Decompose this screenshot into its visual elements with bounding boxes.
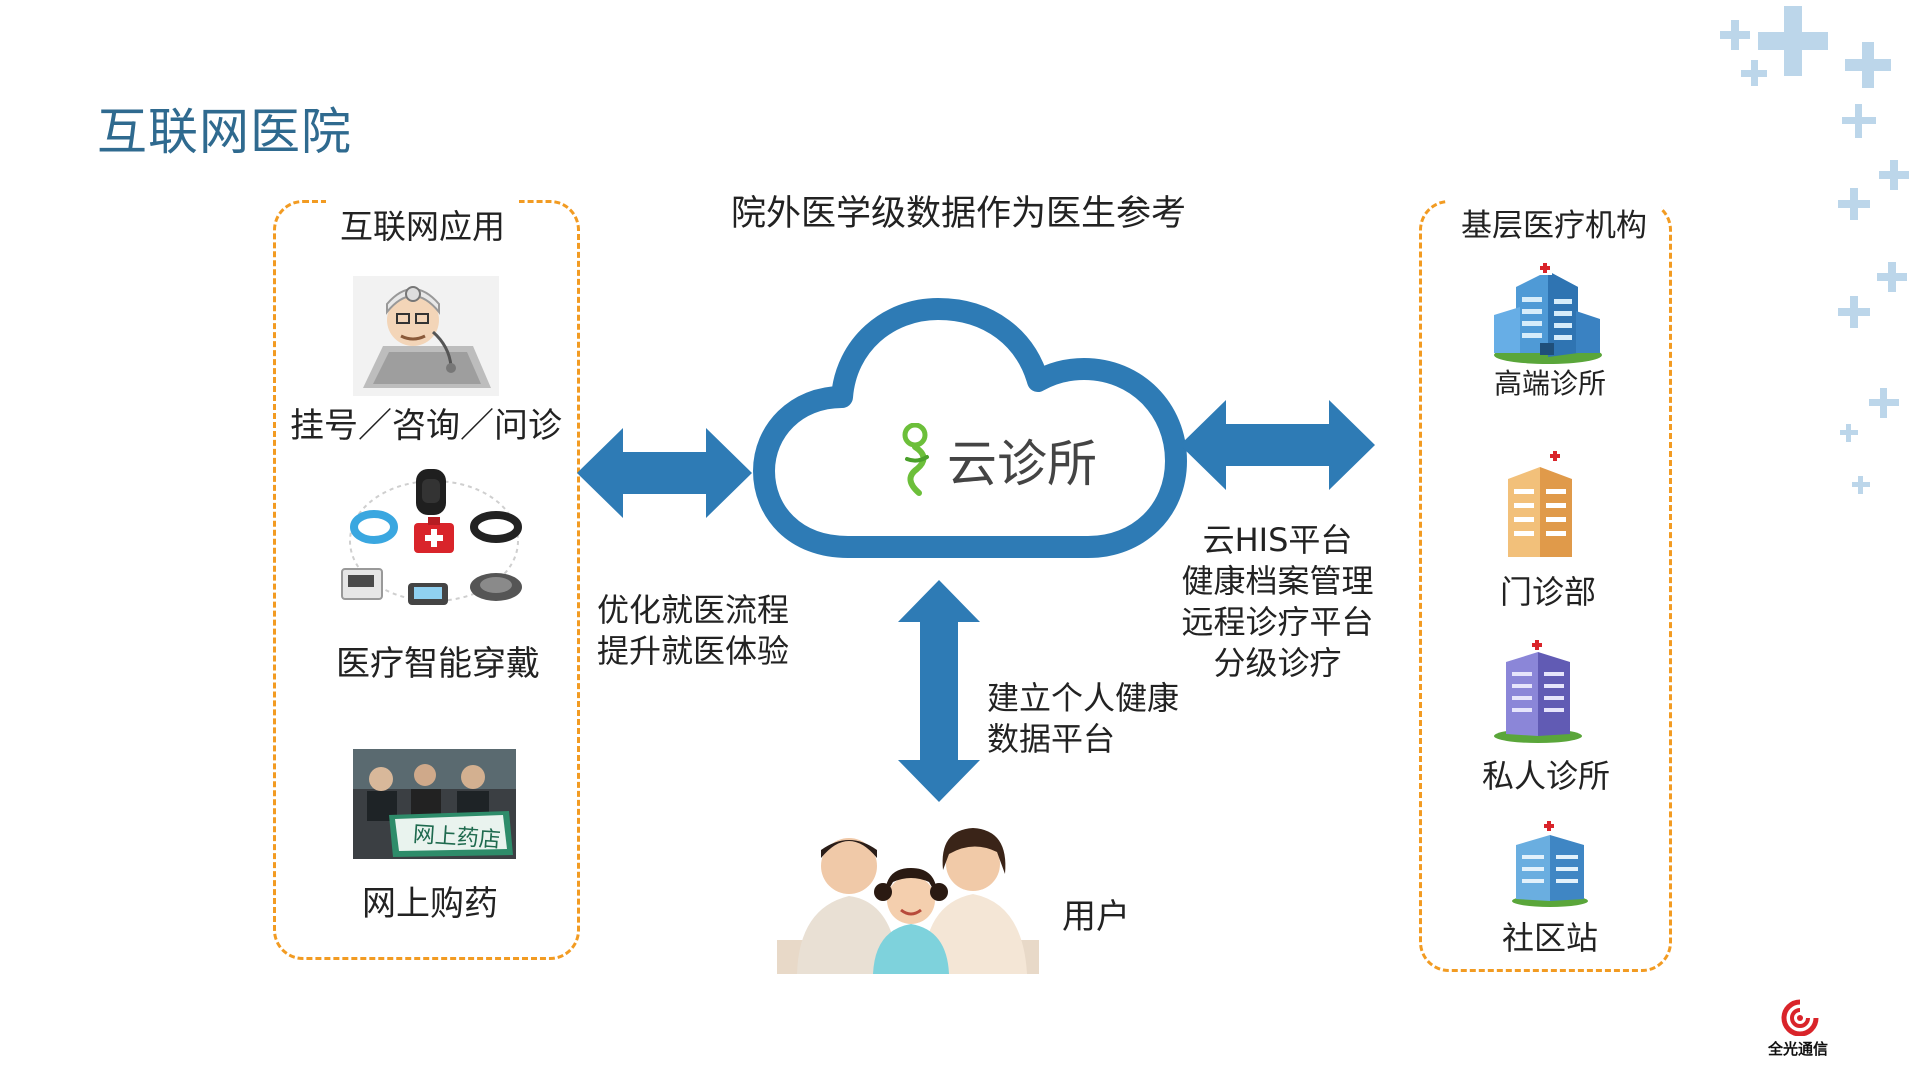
right-link-line: 分级诊疗 (1213, 644, 1342, 682)
left-panel-heading: 互联网应用 (326, 200, 519, 248)
plus-pattern-icon (1720, 6, 1909, 494)
brand-logo-icon (1781, 999, 1819, 1036)
online-pharmacy-icon: 网上药店 (353, 749, 516, 859)
left-link-line: 优化就医流程 (597, 591, 790, 629)
down-link-text: 建立个人健康 数据平台 (987, 678, 1179, 760)
left-link-text: 优化就医流程 提升就医体验 (597, 590, 789, 672)
community-station-building-icon (1512, 819, 1588, 907)
right-item-label: 社区站 (1502, 919, 1599, 957)
right-link-line: 远程诊疗平台 (1181, 603, 1374, 641)
down-link-line: 建立个人健康 (987, 679, 1180, 717)
page-title: 互联网医院 (97, 103, 352, 161)
doctor-laptop-icon (353, 276, 499, 396)
right-item-label: 私人诊所 (1482, 757, 1611, 795)
cloud-shape (753, 298, 1187, 558)
hospital-building-icon (1494, 261, 1602, 364)
right-link-line: 健康档案管理 (1181, 562, 1374, 600)
cloud-label: 云诊所 (947, 435, 1097, 493)
left-item-label: 网上购药 (362, 884, 498, 924)
wearable-devices-icon (341, 469, 522, 605)
private-clinic-building-icon (1494, 638, 1582, 743)
right-panel-heading: 基层医疗机构 (1447, 200, 1661, 245)
svg-text:网上药店: 网上药店 (412, 822, 502, 853)
right-item-label: 高端诊所 (1494, 367, 1607, 400)
left-link-line: 提升就医体验 (597, 632, 790, 670)
top-caption: 院外医学级数据作为医生参考 (731, 194, 1187, 234)
right-item-label: 门诊部 (1500, 573, 1597, 611)
cloud-clinic-logo-icon (902, 423, 929, 496)
left-item-label: 挂号／咨询／问诊 (290, 406, 562, 446)
double-arrow-right-icon (1180, 400, 1375, 490)
clinic-building-icon (1508, 449, 1572, 557)
right-link-text: 云HIS平台 健康档案管理 远程诊疗平台 分级诊疗 (1170, 520, 1385, 684)
right-link-line: 云HIS平台 (1202, 521, 1353, 559)
family-photo-icon (777, 812, 1039, 974)
user-label: 用户 (1062, 897, 1130, 937)
brand-name: 全光通信 (1768, 1040, 1829, 1058)
left-item-label: 医疗智能穿戴 (336, 644, 540, 684)
double-arrow-vertical-icon (898, 580, 980, 802)
down-link-line: 数据平台 (987, 720, 1116, 758)
double-arrow-left-icon (577, 428, 752, 518)
